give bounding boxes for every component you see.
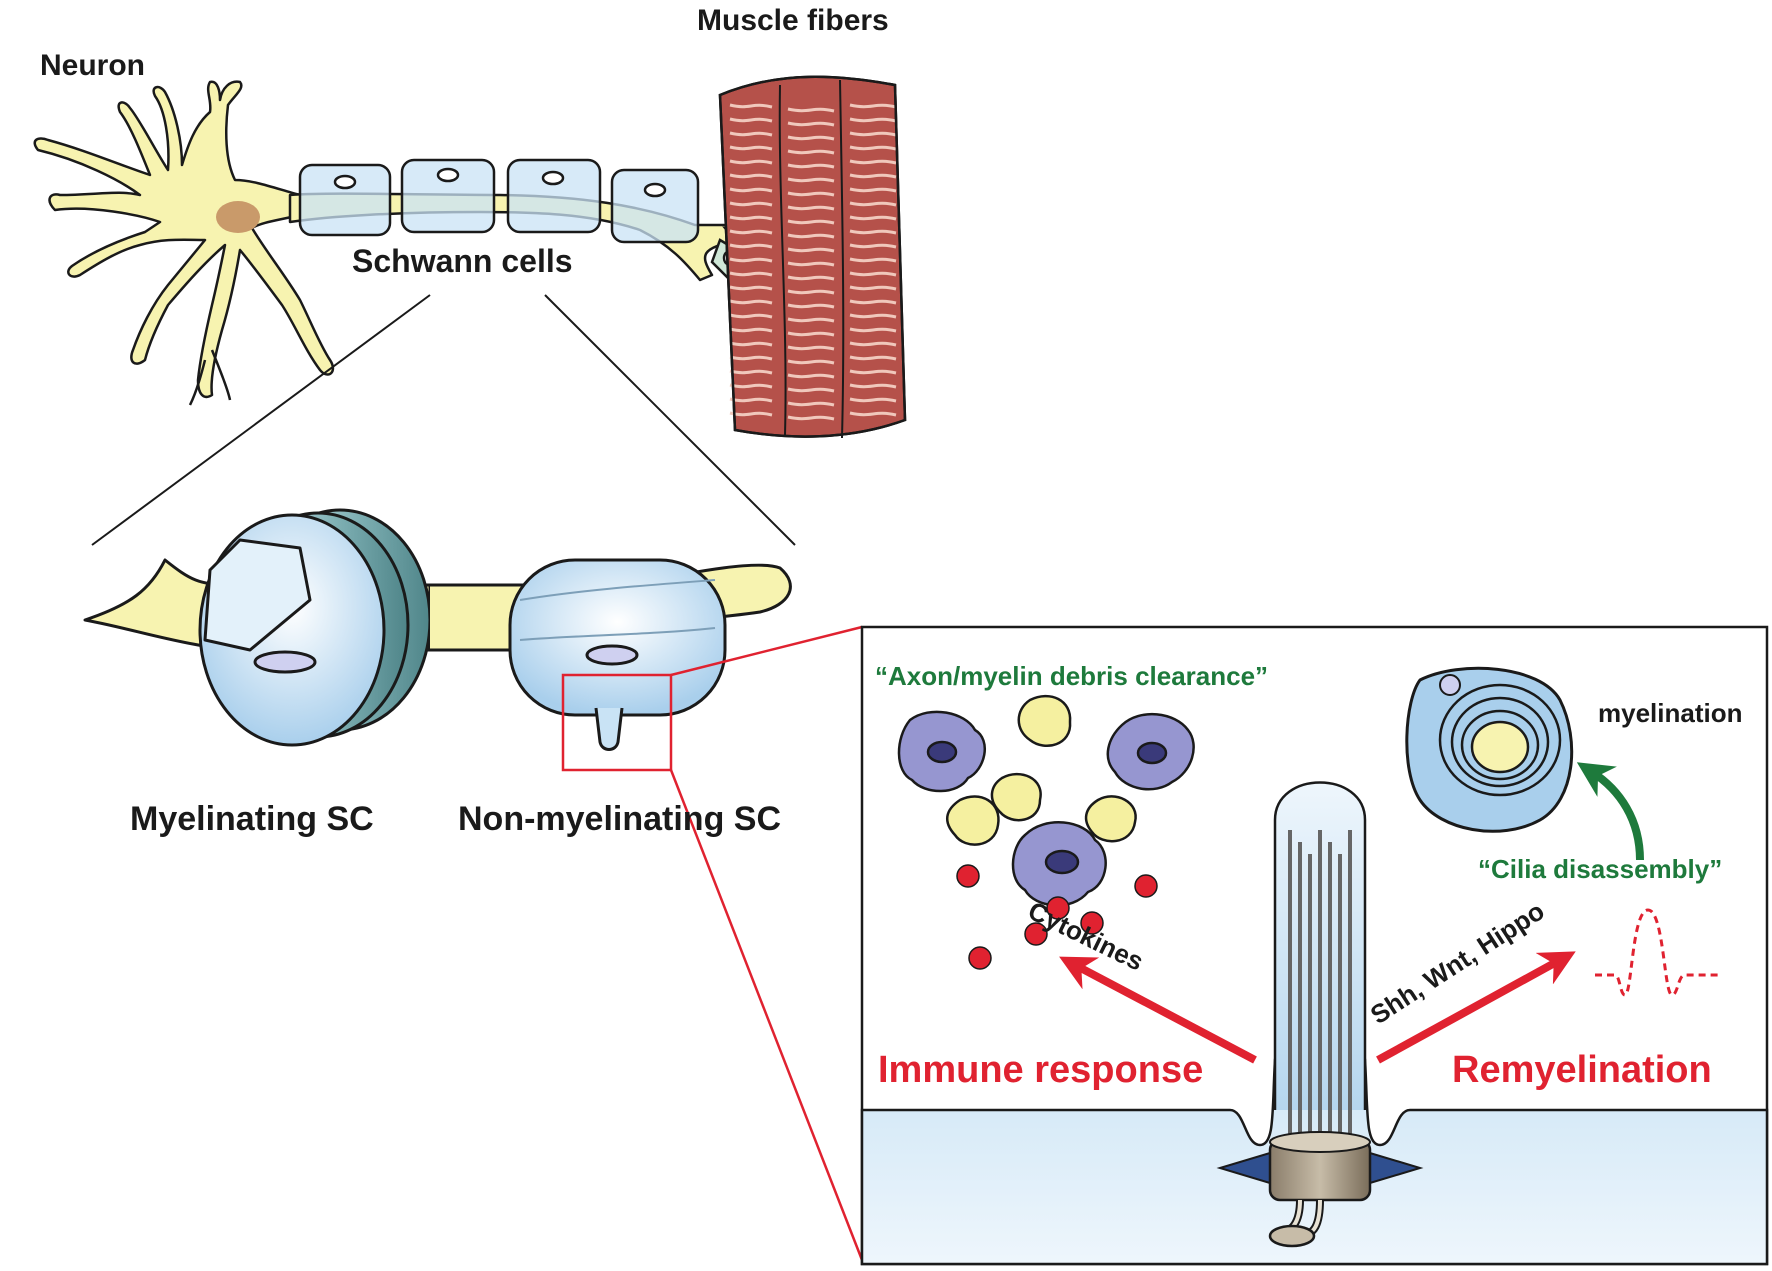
non-myelinating-sc-label: Non-myelinating SC (458, 800, 781, 838)
cilia-disassembly-label: “Cilia disassembly” (1478, 854, 1722, 884)
myelinating-sc-label: Myelinating SC (130, 800, 374, 838)
macrophage-cells (897, 710, 1195, 907)
debris-clearance-label: “Axon/myelin debris clearance” (875, 661, 1268, 691)
cilium-zoom-box (561, 673, 673, 772)
muscle-fibers-label: Muscle fibers (697, 4, 889, 37)
non-myelinating-schwann-cell (430, 558, 792, 751)
myelination-label: myelination (1598, 698, 1742, 728)
remyelination-label: Remyelination (1452, 1049, 1712, 1091)
myelin-debris (946, 694, 1137, 846)
cytokines-arrow (1059, 956, 1257, 1064)
schwann-cells-on-axon (298, 158, 760, 283)
neuron-label: Neuron (40, 49, 145, 82)
schwann-cells-label: Schwann cells (352, 243, 573, 279)
zoom-lines (91, 294, 796, 546)
signaling-arrow (1376, 951, 1576, 1064)
myelinating-schwann-cell (83, 508, 432, 747)
cilium-inset (860, 625, 1769, 1266)
myelinated-cell-icon (1405, 666, 1574, 833)
muscle-fibers-illustration (718, 75, 907, 439)
myelination-arrow (1576, 762, 1644, 861)
cilia-disassembly-trace (1595, 908, 1720, 997)
cytokine-dots (956, 864, 1158, 970)
immune-response-label: Immune response (878, 1049, 1203, 1091)
